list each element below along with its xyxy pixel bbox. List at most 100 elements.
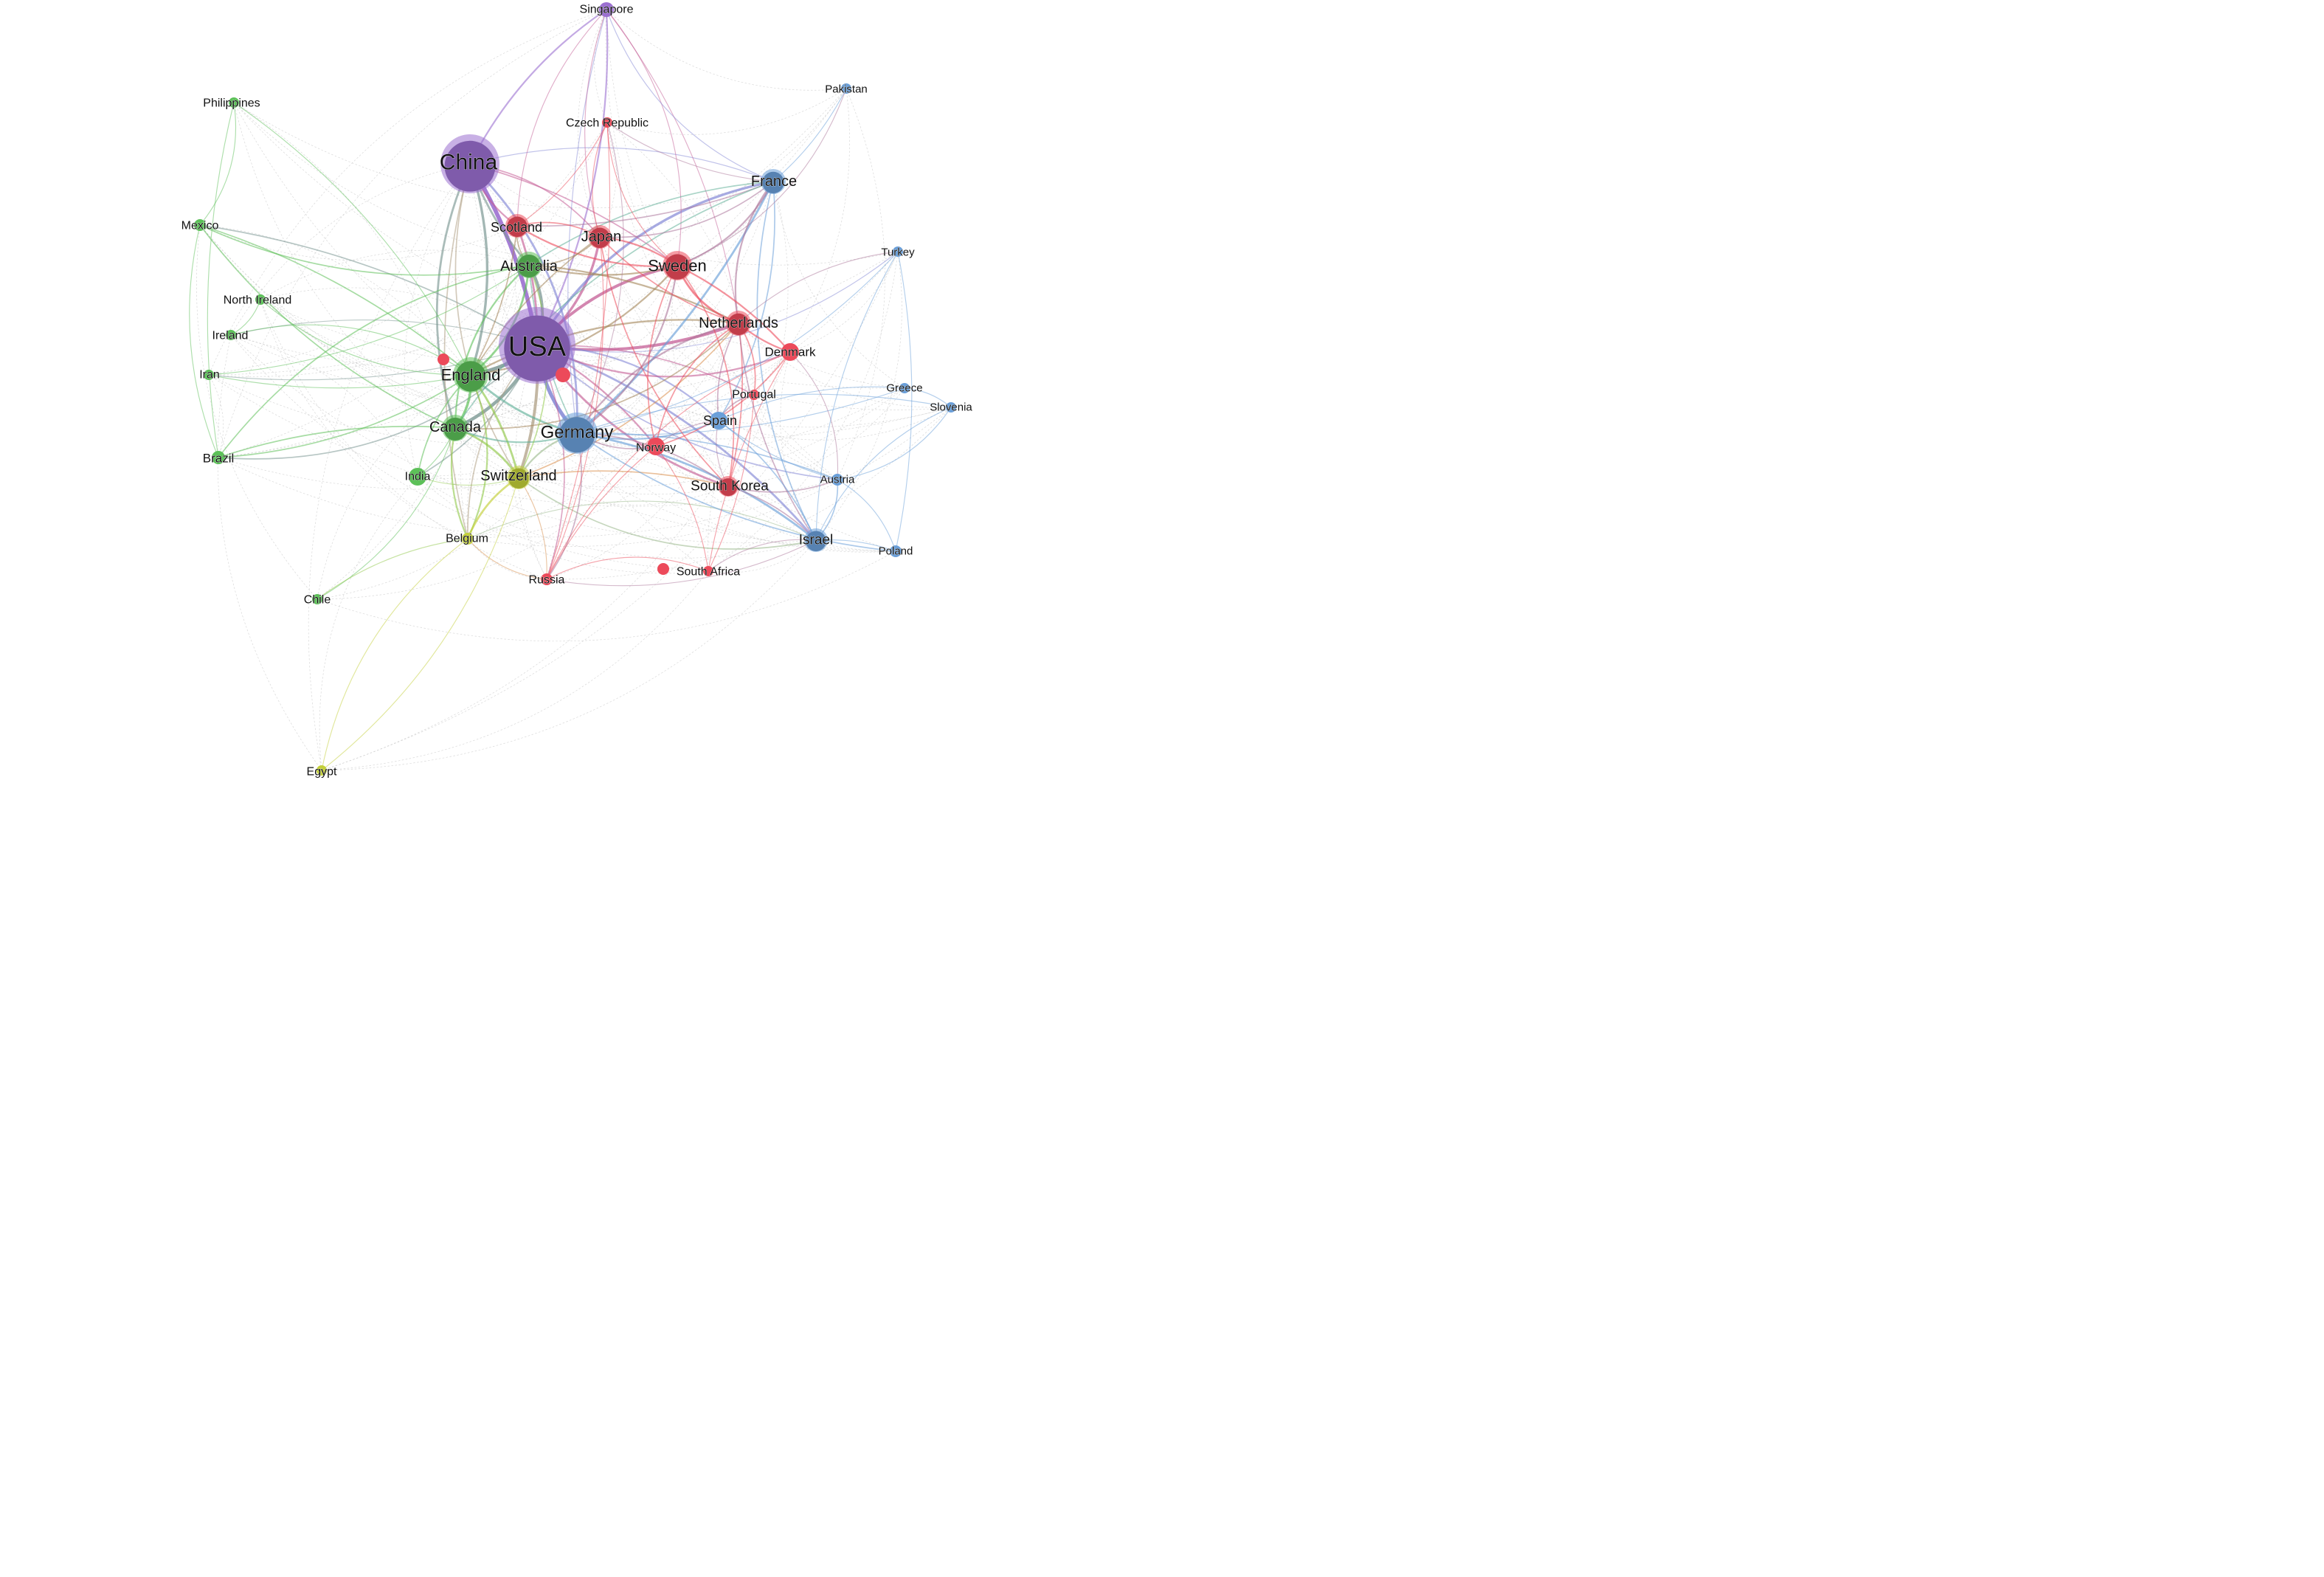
node-japan[interactable] bbox=[589, 227, 610, 249]
label-england: England bbox=[441, 366, 501, 384]
link-austria-poland bbox=[837, 479, 896, 552]
node-slovenia[interactable] bbox=[946, 402, 956, 413]
faint-link bbox=[230, 334, 709, 572]
link-germany-sweden bbox=[575, 264, 679, 435]
node-switzerland[interactable] bbox=[508, 468, 529, 489]
label-switzerland: Switzerland bbox=[480, 468, 556, 484]
node-france[interactable] bbox=[762, 171, 784, 193]
label-south-africa: South Africa bbox=[677, 566, 740, 579]
link-brazil-mexico bbox=[189, 224, 219, 458]
link-israel-south-africa bbox=[708, 539, 817, 572]
label-north-ireland: North Ireland bbox=[224, 294, 292, 307]
faint-link bbox=[317, 432, 578, 600]
node-usa[interactable] bbox=[504, 315, 570, 382]
node-belgium[interactable] bbox=[462, 533, 474, 545]
label-south-korea: South Korea bbox=[691, 479, 769, 494]
faint-link bbox=[518, 265, 678, 478]
label-netherlands: Netherlands bbox=[699, 315, 778, 331]
node-south-korea[interactable] bbox=[719, 478, 738, 497]
link-usa-brazil bbox=[218, 345, 538, 460]
link-spain-greece bbox=[718, 386, 905, 421]
link-denmark-russia bbox=[546, 351, 791, 580]
node-austria[interactable] bbox=[831, 474, 843, 486]
node-spain[interactable] bbox=[710, 412, 727, 429]
link-israel-russia bbox=[546, 539, 817, 587]
link-south-africa-russia bbox=[546, 556, 709, 580]
faint-link bbox=[536, 322, 739, 359]
faint-link bbox=[260, 299, 547, 580]
link-denmark-austria bbox=[789, 351, 839, 480]
label-ireland: Ireland bbox=[212, 330, 249, 342]
node-ireland[interactable] bbox=[226, 330, 236, 340]
node-pakistan[interactable] bbox=[841, 83, 851, 94]
faint-link bbox=[467, 322, 739, 539]
node-russia[interactable] bbox=[541, 573, 553, 585]
link-chile-belgium bbox=[317, 538, 468, 600]
node-australia[interactable] bbox=[517, 254, 541, 277]
faint-link bbox=[233, 102, 456, 429]
node-india[interactable] bbox=[409, 468, 426, 486]
faint-link bbox=[454, 387, 905, 460]
faint-link bbox=[546, 420, 719, 580]
node-netherlands[interactable] bbox=[727, 313, 750, 335]
label-iran: Iran bbox=[199, 369, 220, 382]
faint-link bbox=[727, 387, 905, 487]
link-sweden-denmark bbox=[676, 264, 792, 353]
node-portugal[interactable] bbox=[749, 390, 759, 400]
node-philippines[interactable] bbox=[229, 97, 239, 108]
label-egypt: Egypt bbox=[307, 766, 337, 779]
label-russia: Russia bbox=[529, 574, 565, 587]
canvas-background bbox=[0, 0, 1157, 784]
node-mexico[interactable] bbox=[194, 219, 206, 231]
node-egypt[interactable] bbox=[317, 765, 327, 776]
label-philippines: Philippines bbox=[203, 97, 260, 110]
usa-satellite-red-right bbox=[556, 367, 570, 382]
faint-link bbox=[417, 251, 899, 477]
link-france-singapore bbox=[606, 9, 774, 182]
faint-link bbox=[199, 224, 578, 434]
link-south-korea-austria bbox=[727, 479, 838, 493]
label-france: France bbox=[751, 173, 797, 190]
node-china[interactable] bbox=[444, 140, 496, 192]
node-canada[interactable] bbox=[443, 417, 467, 441]
link-switzerland-netherlands bbox=[518, 322, 739, 478]
link-israel-spain bbox=[718, 420, 817, 541]
node-israel[interactable] bbox=[806, 531, 826, 552]
node-north-ireland[interactable] bbox=[255, 294, 266, 305]
link-pakistan-sweden bbox=[677, 88, 847, 266]
faint-link bbox=[606, 88, 847, 135]
node-germany[interactable] bbox=[558, 417, 595, 453]
label-israel: Israel bbox=[799, 533, 833, 548]
faint-link bbox=[470, 374, 896, 552]
node-chile[interactable] bbox=[312, 594, 322, 604]
faint-link bbox=[417, 476, 817, 559]
node-scotland[interactable] bbox=[507, 216, 528, 238]
faint-link bbox=[417, 351, 791, 480]
link-norway-south-africa bbox=[655, 446, 709, 572]
node-england[interactable] bbox=[455, 361, 486, 392]
link-usa-mexico bbox=[199, 224, 538, 346]
label-india: India bbox=[405, 471, 431, 483]
node-poland[interactable] bbox=[890, 545, 902, 557]
link-germany-netherlands bbox=[575, 322, 740, 435]
faint-link bbox=[467, 538, 547, 580]
link-canada-mexico bbox=[199, 224, 456, 429]
node-greece[interactable] bbox=[899, 383, 910, 393]
link-singapore-scotland bbox=[516, 9, 607, 227]
label-singapore: Singapore bbox=[580, 4, 634, 16]
node-turkey[interactable] bbox=[893, 246, 903, 257]
faint-link bbox=[454, 427, 729, 495]
link-germany-france bbox=[575, 180, 775, 435]
node-singapore[interactable] bbox=[599, 2, 614, 17]
node-brazil[interactable] bbox=[212, 451, 225, 464]
node-south-africa[interactable] bbox=[703, 566, 713, 576]
node-denmark[interactable] bbox=[781, 343, 799, 361]
node-sweden[interactable] bbox=[664, 254, 691, 280]
node-czech-republic[interactable] bbox=[602, 117, 612, 128]
node-norway[interactable] bbox=[647, 438, 665, 455]
link-china-germany bbox=[468, 162, 578, 435]
node-iran[interactable] bbox=[204, 370, 214, 380]
label-japan: Japan bbox=[581, 229, 622, 245]
faint-link bbox=[606, 122, 755, 396]
link-sweden-norway bbox=[647, 265, 678, 447]
